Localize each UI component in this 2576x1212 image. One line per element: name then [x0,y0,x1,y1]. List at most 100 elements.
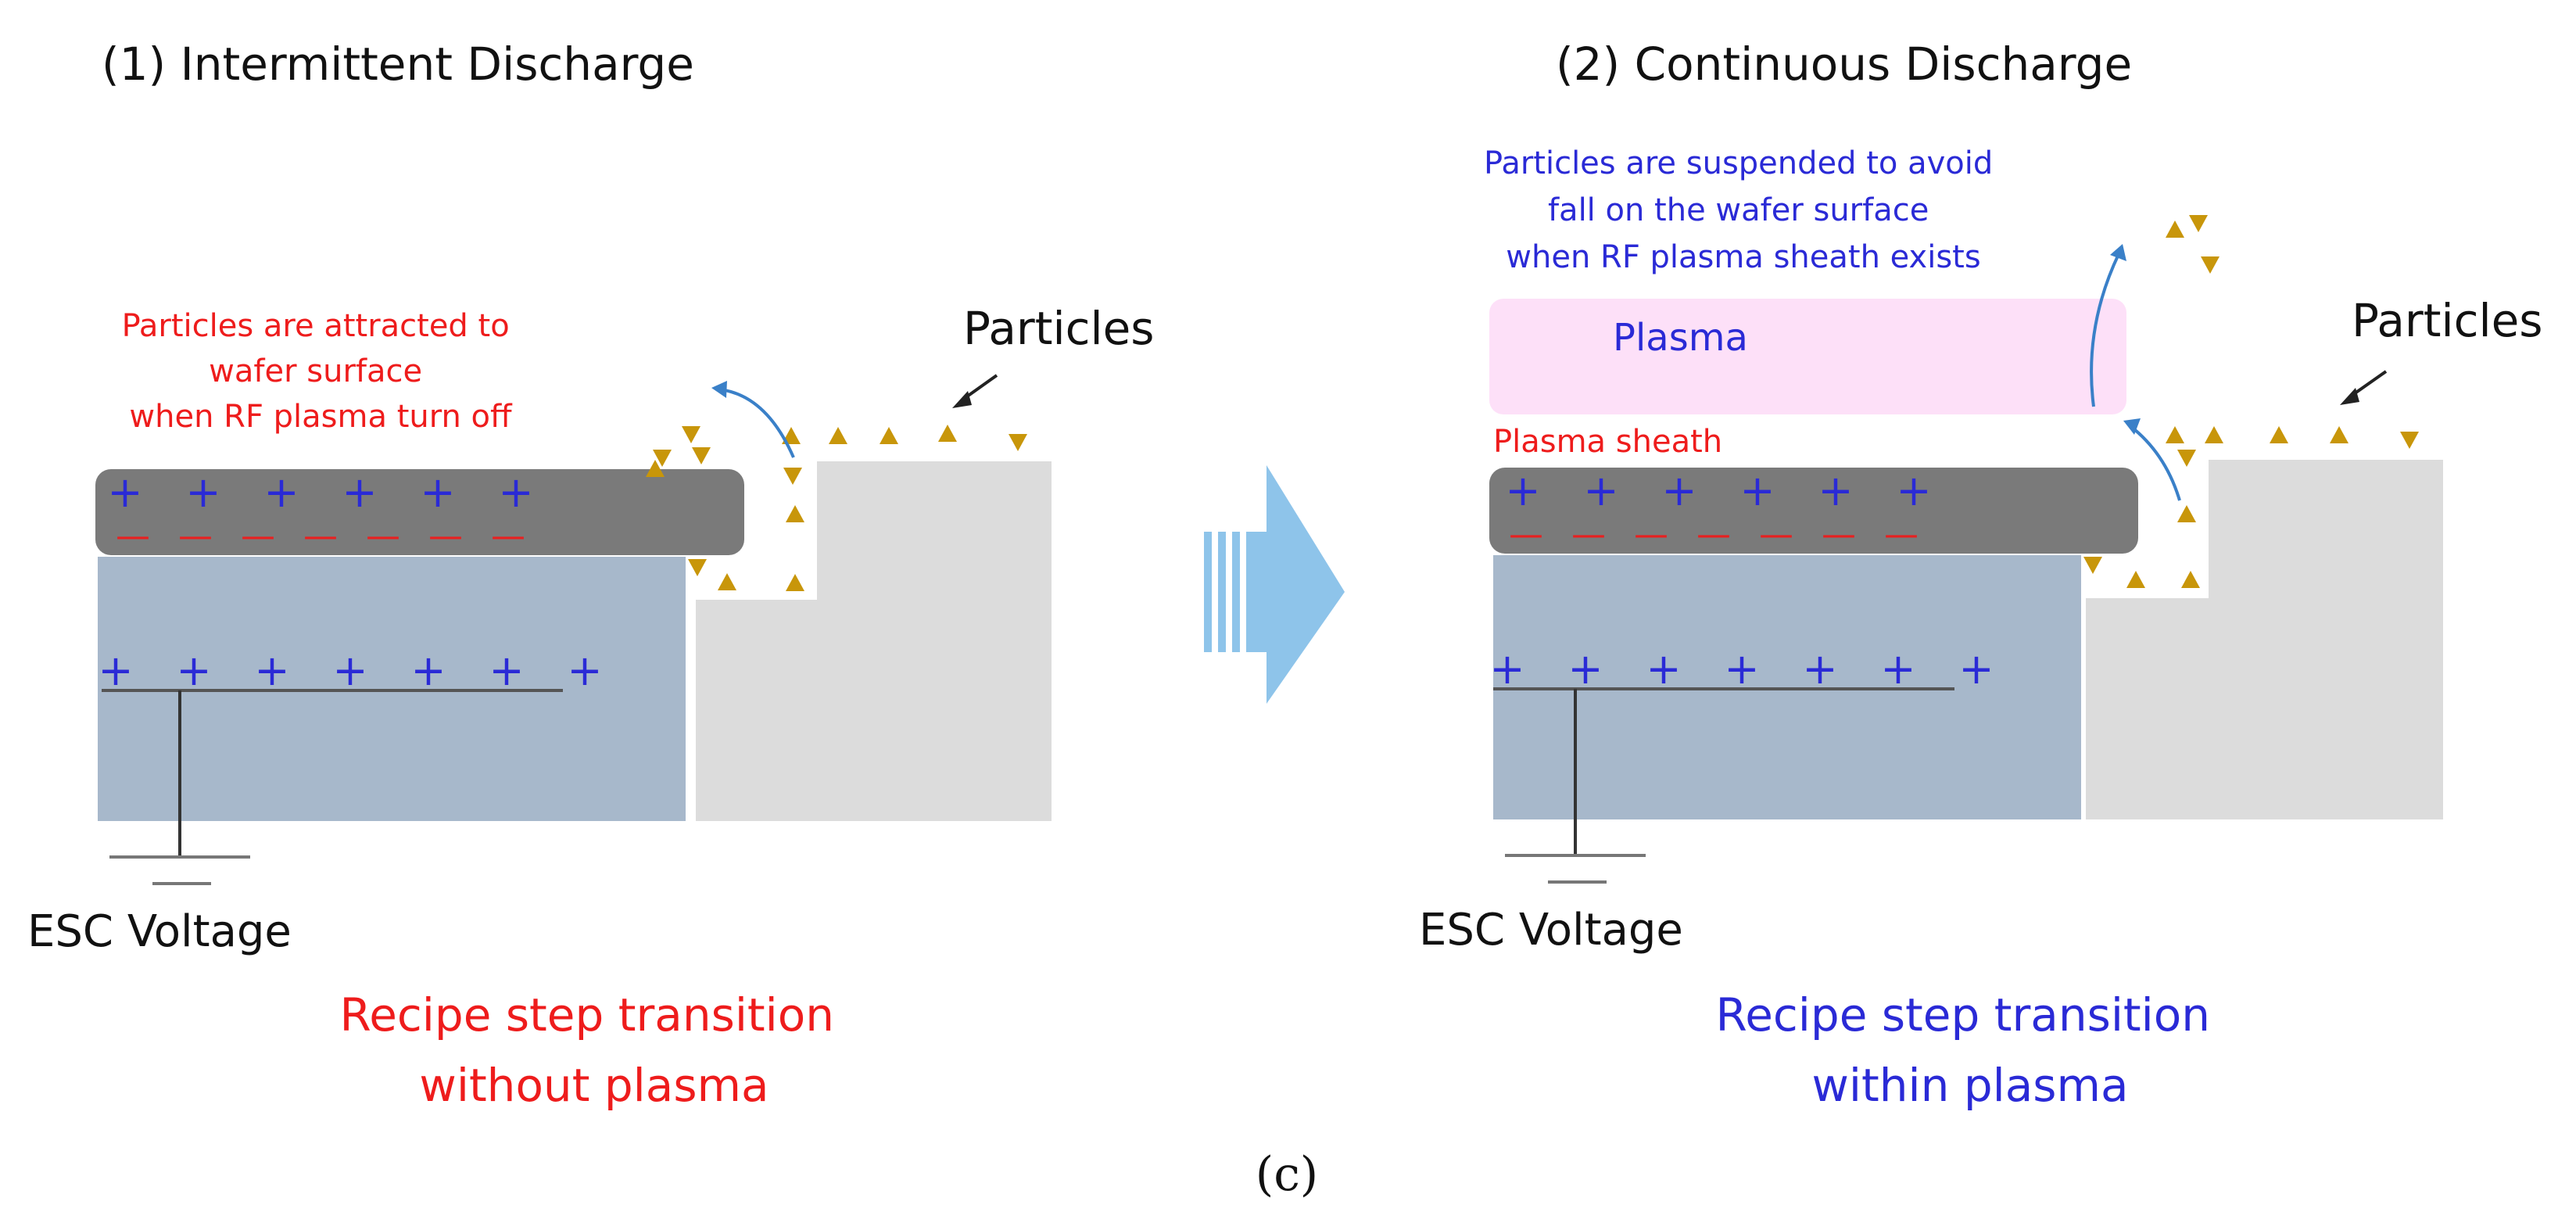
plus-sign: + [1818,466,1853,515]
panel-intermittent: (1) Intermittent Discharge Particles are… [27,38,1155,1112]
panel-2-title: (2) Continuous Discharge [1556,38,2132,91]
minus-sign: — [178,516,213,556]
panel-1-title: (1) Intermittent Discharge [102,38,694,91]
plus-sign: + [332,646,367,695]
panel-2-caption-line: Recipe step transition [1716,988,2211,1042]
plus-sign: + [254,646,289,695]
plus-sign: + [185,468,220,517]
panel-1-caption-line: Recipe step transition [340,988,835,1042]
plus-sign: + [1661,466,1696,515]
panel-2-sheath-label: Plasma sheath [1493,424,1722,460]
particle [653,450,672,467]
panel-2-plasma-label: Plasma [1613,316,1748,360]
minus-sign: — [366,516,400,556]
panel-1-wafer-charges: + + + + + + [107,468,533,517]
figure-label: (c) [1256,1147,1318,1202]
minus-sign: — [491,516,525,556]
particle [2166,426,2184,443]
panel-1-particles [646,425,1027,591]
panel-2-esc-label: ESC Voltage [1419,905,1683,956]
minus-sign: — [1509,515,1543,554]
panel-1-caption-line: without plasma [419,1059,769,1112]
panel-1-arrowhead [711,381,727,398]
panel-2-stage [2086,460,2443,819]
minus-sign: — [303,516,338,556]
particle [829,427,847,444]
particle [646,460,665,477]
particle [2201,256,2220,274]
particle [718,573,736,590]
panel-1-wafer-minus: — — — — — — — [116,516,525,556]
arrow-shaft [1246,532,1267,652]
plus-sign: + [489,646,524,695]
particle [2400,432,2419,449]
panel-1-particle-motion-arrow [718,388,795,458]
panel-1-stage [696,461,1052,821]
panel-2-caption: Recipe step transition within plasma [1716,988,2225,1112]
panel-continuous: (2) Continuous Discharge Particles are s… [1419,38,2543,1112]
panel-2-arrowhead [2123,418,2141,435]
plus-sign: + [1958,644,1994,694]
particle [692,447,711,464]
panel-1-electrode-charges: + + + + + + + [98,646,602,695]
particle [783,468,802,485]
arrow-stripe [1204,532,1212,652]
panel-1-wafer [95,469,744,555]
particle [682,426,700,443]
panel-1-caption: Recipe step transition without plasma [340,988,849,1112]
plus-sign: + [176,646,211,695]
panel-2-plasma [1489,299,2126,414]
particle [688,559,707,576]
panel-2-wafer-minus: — — — — — — — [1509,515,1919,554]
minus-sign: — [241,516,275,556]
panel-2-pointer-head [2340,388,2359,405]
particle [2330,426,2348,443]
panel-2-caption-line: within plasma [1811,1059,2128,1112]
minus-sign: — [116,516,150,556]
panel-2-particles [2083,215,2419,588]
plus-sign: + [1505,466,1540,515]
minus-sign: — [1822,515,1856,554]
minus-sign: — [1884,515,1919,554]
panel-1-note-line: when RF plasma turn off [129,399,513,435]
plus-sign: + [1583,466,1618,515]
plus-sign: + [1567,644,1603,694]
arrow-head [1267,465,1345,704]
arrow-stripe [1232,532,1240,652]
particle [2126,571,2145,588]
plus-sign: + [1724,644,1759,694]
panel-2-particles-label: Particles [2352,294,2543,347]
minus-sign: — [428,516,463,556]
panel-2-particle-motion-arrow [2129,425,2181,501]
transition-arrow [1204,465,1345,704]
particle [938,425,957,442]
plus-sign: + [1489,644,1524,694]
particle [1009,434,1027,451]
plus-sign: + [98,646,133,695]
particle [2177,505,2196,522]
particle [2181,571,2200,588]
plus-sign: + [342,468,377,517]
particle [2083,557,2102,574]
plus-sign: + [263,468,299,517]
plus-sign: + [420,468,455,517]
particle [2177,450,2196,467]
panel-2-wafer [1489,468,2138,554]
plus-sign: + [567,646,602,695]
panel-2-suspension-arrow [2090,253,2120,407]
particle [2189,215,2208,232]
panel-2-note-line: fall on the wafer surface [1548,192,1929,228]
panel-1-pointer-head [952,391,972,408]
particle [2270,426,2288,443]
plus-sign: + [107,468,142,517]
minus-sign: — [1634,515,1668,554]
particle [786,505,804,522]
plus-sign: + [498,468,533,517]
panel-1-esc-label: ESC Voltage [27,906,292,957]
plus-sign: + [1646,644,1681,694]
particle [786,574,804,591]
particle [2166,221,2184,238]
plus-sign: + [1739,466,1775,515]
panel-1-particles-label: Particles [963,302,1155,355]
